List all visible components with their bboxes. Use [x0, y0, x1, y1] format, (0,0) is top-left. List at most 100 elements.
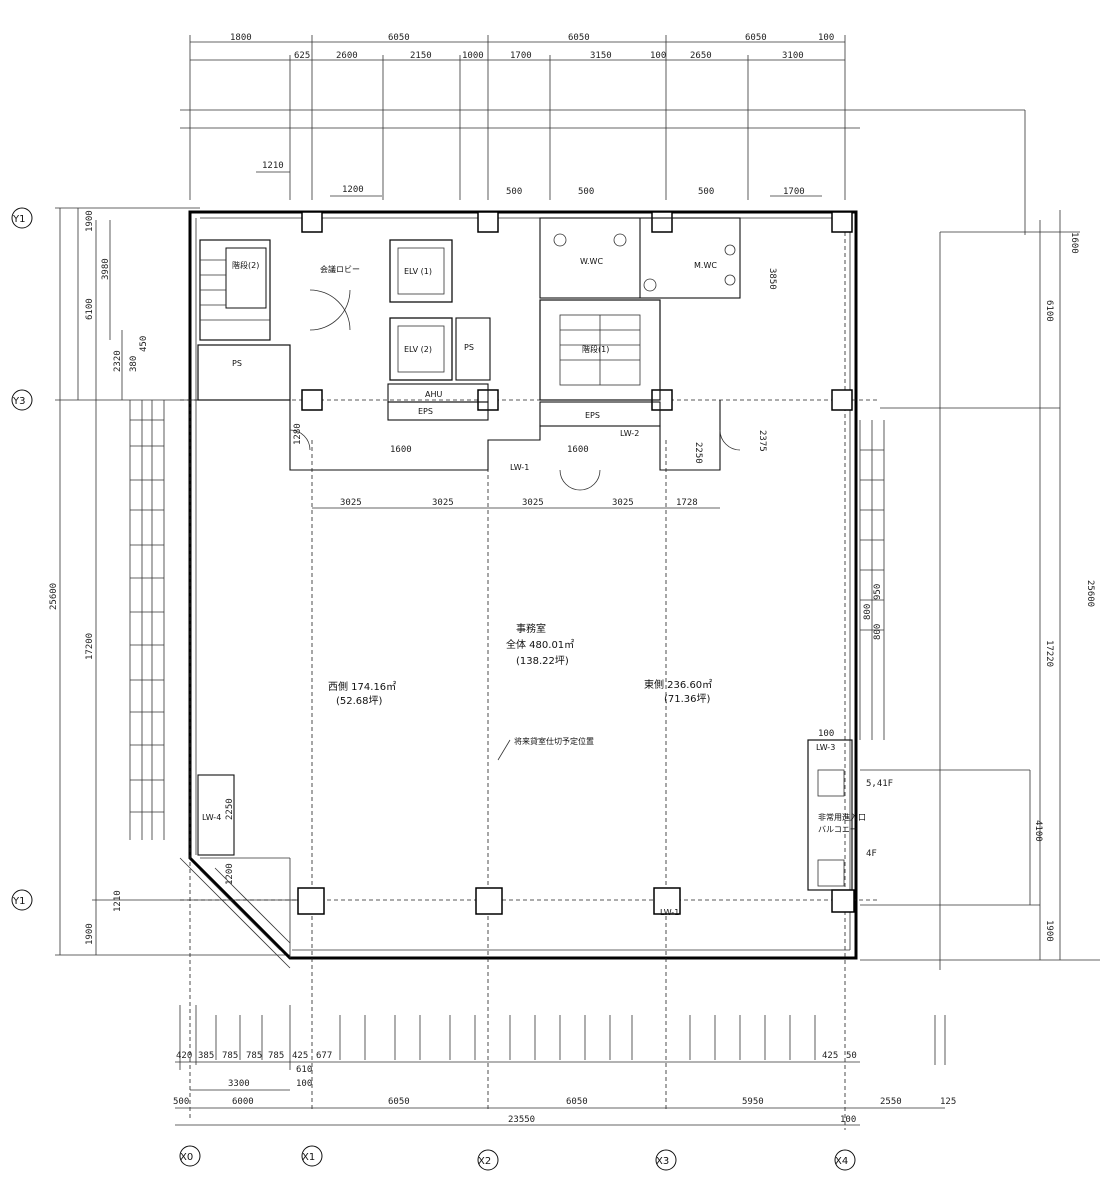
dim-left-a: 1900 [85, 210, 95, 232]
partition-note: 将来貸室仕切予定位置 [514, 736, 594, 746]
column [831, 389, 853, 411]
elevator-2 [389, 317, 453, 381]
dim-east-c: 800 [873, 624, 883, 640]
dim-balcony-top: 100 [818, 729, 834, 739]
office-west-area: 西側 174.16㎡ [328, 680, 396, 693]
dim-left-b: 3980 [101, 258, 111, 280]
west-facade-ticks [129, 400, 165, 840]
room-label-balcony: 非常用進入口 [818, 812, 866, 822]
dim-top2-d: 1000 [462, 51, 484, 61]
dim-east-a: 950 [873, 584, 883, 600]
office-east-area: 東側 236.60㎡ [644, 678, 712, 691]
dim-east-b: 800 [863, 604, 873, 620]
dim-bottom1-i: 425 [822, 1051, 838, 1061]
dim-core-i: 2250 [693, 442, 703, 464]
dim-top3-c: 500 [506, 187, 522, 197]
axis-label-x4: X4 [835, 1156, 848, 1167]
dim-balcony-5f: 5,41F [866, 779, 893, 789]
room-label-eps-left: EPS [418, 407, 433, 416]
dim-top2-i: 3100 [782, 51, 804, 61]
dim-core-f: 3025 [612, 498, 634, 508]
dim-bottom-total: 23550 [508, 1115, 535, 1125]
dim-top3-e: 500 [698, 187, 714, 197]
dim-top2-b: 2600 [336, 51, 358, 61]
wall-tag: LW-3 [816, 743, 835, 752]
dim-top1-c: 6050 [568, 33, 590, 43]
column [831, 211, 853, 233]
grid-lines [180, 225, 880, 1130]
dim-core-g: 1728 [676, 498, 698, 508]
dim-right-total: 25600 [1085, 580, 1095, 607]
axis-marker-x2 [477, 1149, 499, 1171]
dim-top3-f: 1700 [783, 187, 805, 197]
balcony-area: 非常用進入口 バルコニー 5,41F 4F 100 [807, 729, 893, 891]
axis-label-x2: X2 [478, 1156, 491, 1167]
dim-top3-b: 1200 [342, 185, 364, 195]
dim-bottom1-b: 385 [198, 1051, 214, 1061]
office-west-tsubo: (52.68坪) [336, 694, 383, 707]
room-label-ps-mid: PS [464, 343, 474, 352]
ps-mid [455, 317, 491, 381]
dim-bottom2-b: 100 [296, 1079, 312, 1089]
dim-left-d: 2320 [113, 350, 123, 372]
east-facade-ticks: 950 800 800 [859, 420, 885, 740]
dim-right-a: 1600 [1069, 232, 1079, 254]
dim-right-d: 17220 [1044, 640, 1054, 667]
dim-bottom1-c: 785 [222, 1051, 238, 1061]
room-label-eps-right: EPS [585, 411, 600, 420]
axis-label-y1b: Y1 [12, 896, 25, 907]
dim-top1-a: 1800 [230, 33, 252, 43]
room-label-ahu: AHU [425, 390, 442, 399]
dim-top3-d: 500 [578, 187, 594, 197]
dim-balcony-4f: 4F [866, 849, 877, 859]
building-outline [179, 210, 858, 969]
dim-bottom3-d: 6050 [566, 1097, 588, 1107]
column [301, 211, 323, 233]
column [477, 211, 499, 233]
dim-left-total: 25600 [49, 583, 59, 610]
dim-left-c: 6100 [85, 298, 95, 320]
axis-marker-y1b [11, 889, 33, 911]
right-dimensions: 1600 6100 3850 25600 17220 4100 1900 [767, 210, 1100, 970]
dim-bottom3-b: 6000 [232, 1097, 254, 1107]
room-label-elv1: ELV (1) [404, 267, 432, 276]
dim-bottom3-e: 5950 [742, 1097, 764, 1107]
dim-top1-b: 6050 [388, 33, 410, 43]
dim-left-h: 1210 [113, 890, 123, 912]
dim-core-b: 1600 [567, 445, 589, 455]
room-label-balcony2: バルコニー [818, 825, 858, 834]
office-title: 事務室 [516, 622, 546, 635]
dim-bottom1-e: 785 [268, 1051, 284, 1061]
dim-left-e: 380 [129, 356, 139, 372]
dim-left-g: 17200 [85, 633, 95, 660]
dim-right-e: 4100 [1033, 820, 1043, 842]
dim-right-b: 6100 [1044, 300, 1054, 322]
dim-bottom2-a: 3300 [228, 1079, 250, 1089]
dim-bottom1-g: 610 [296, 1065, 312, 1075]
dim-bottom3-a: 500 [173, 1097, 189, 1107]
dim-bottom1-f: 425 [292, 1051, 308, 1061]
column [653, 887, 681, 915]
dim-left-f: 450 [139, 336, 149, 352]
dim-top2-h: 2650 [690, 51, 712, 61]
wall-tag: LW-2 [620, 429, 639, 438]
dim-top2-g: 100 [650, 51, 666, 61]
axis-marker-x3 [655, 1149, 677, 1171]
dim-bottom-tail: 100 [840, 1115, 856, 1125]
wall-tag: LW-4 [202, 813, 221, 822]
dim-sw-a: 2250 [225, 798, 235, 820]
axis-marker-x4 [834, 1149, 856, 1171]
column [651, 211, 673, 233]
office-total-tsubo: (138.22坪) [516, 654, 569, 667]
dim-bottom1-d: 785 [246, 1051, 262, 1061]
room-label-stair2: 階段(2) [232, 260, 259, 270]
dim-sw-b: 1200 [225, 863, 235, 885]
column [475, 887, 503, 915]
axis-markers: X0 X1 X2 X3 X4 Y1 Y3 Y1 [11, 207, 856, 1171]
office-total-area: 全体 480.01㎡ [506, 638, 574, 651]
axis-label-x0: X0 [180, 1152, 193, 1163]
bottom-dimensions: 420 385 785 785 785 425 610 677 425 50 3… [173, 1005, 956, 1126]
dim-top3-a: 1210 [262, 161, 284, 171]
axis-label-x1: X1 [302, 1152, 315, 1163]
